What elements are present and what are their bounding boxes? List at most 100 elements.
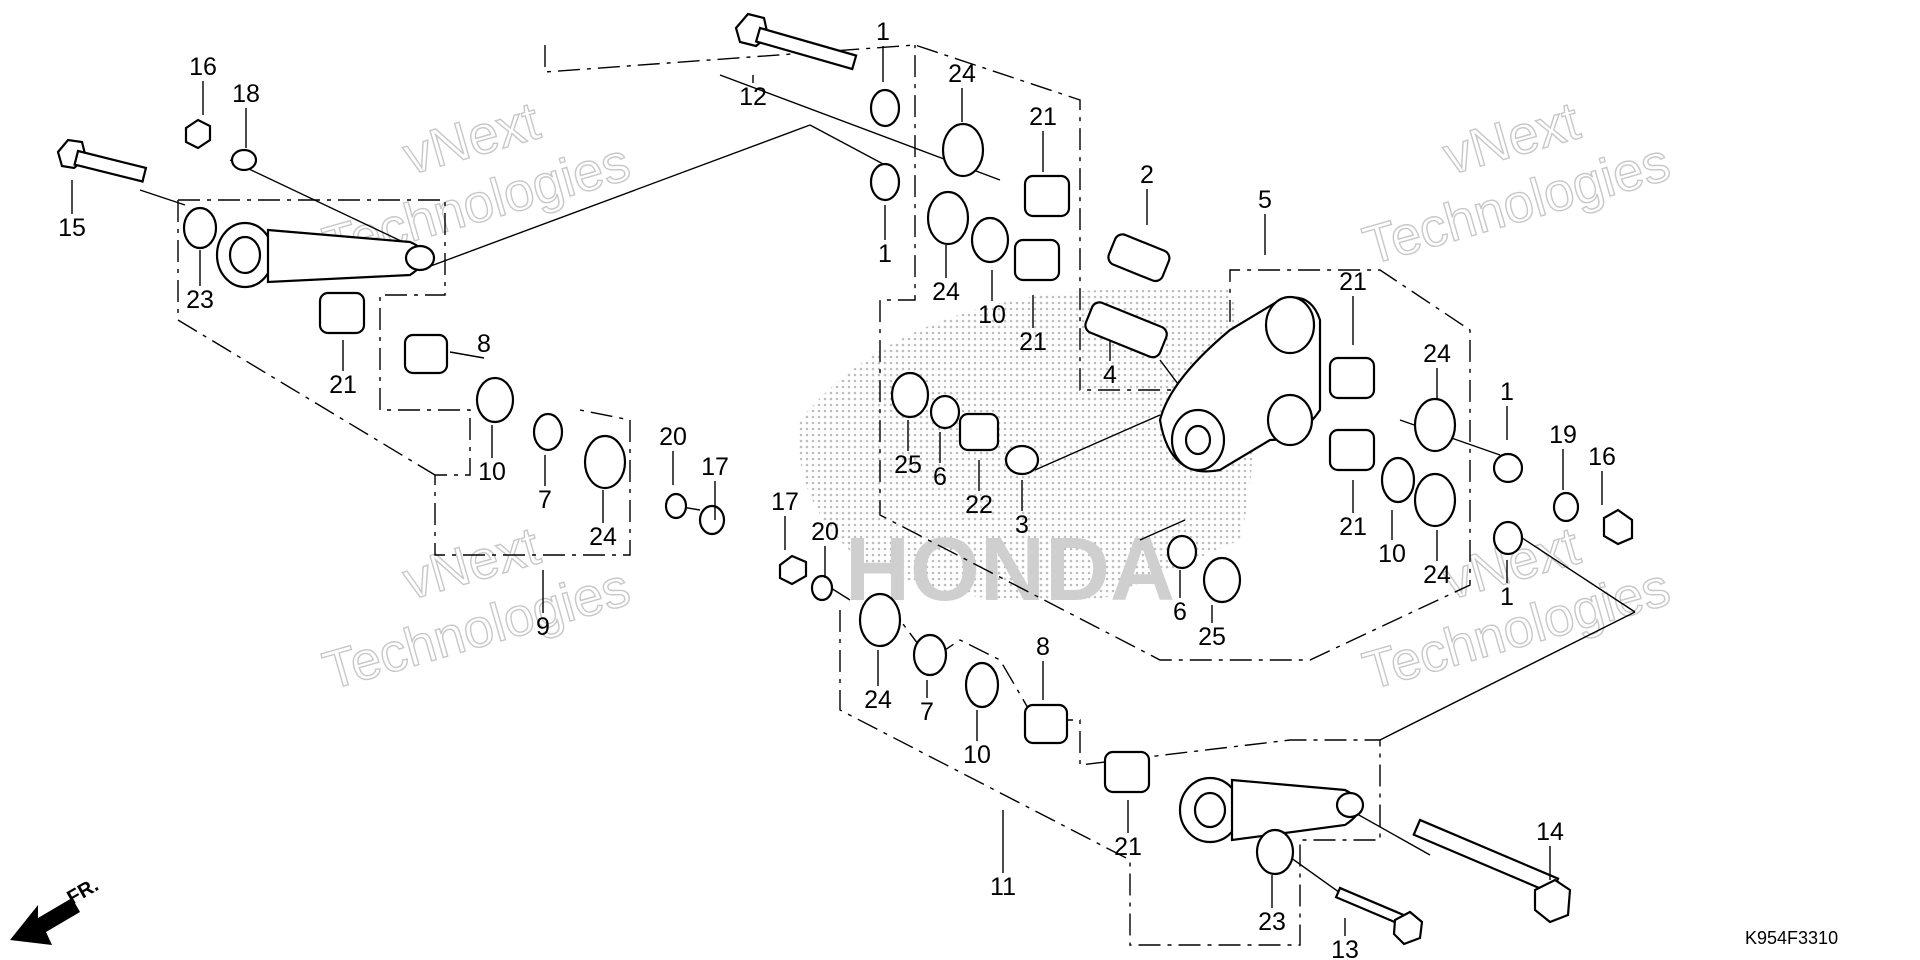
- brand-logo-text: HONDA: [845, 520, 1175, 620]
- callout-c24e: 24: [589, 490, 617, 551]
- callout-c5: 5: [1258, 186, 1272, 255]
- callout-label: 15: [58, 214, 86, 242]
- callout-c24d: 24: [1423, 530, 1451, 589]
- callout-label: 24: [932, 278, 960, 306]
- callout-label: 24: [864, 686, 892, 714]
- callout-label: 24: [948, 60, 976, 88]
- callout-c24b: 24: [932, 245, 960, 306]
- needle-bearings: [318, 174, 1376, 794]
- callout-c24c: 24: [1423, 340, 1451, 400]
- callout-label: 21: [1019, 328, 1047, 356]
- callout-c8b: 8: [1036, 633, 1050, 700]
- assembly-outline-11: [839, 610, 1381, 946]
- callout-c14: 14: [1536, 818, 1564, 880]
- callout-label: 12: [739, 83, 767, 111]
- callout-c18: 18: [232, 80, 260, 148]
- callout-c9: 9: [536, 570, 550, 641]
- callout-c3: 3: [1015, 480, 1029, 539]
- callout-c15: 15: [58, 180, 86, 242]
- callout-c13: 13: [1331, 918, 1359, 960]
- callout-label: 21: [1339, 268, 1367, 296]
- callout-leader-line: [449, 351, 485, 359]
- callout-c7a: 7: [538, 455, 552, 514]
- callout-label: 21: [1339, 513, 1367, 541]
- callout-label: 1: [878, 240, 892, 268]
- callout-label: 1: [876, 18, 890, 46]
- callout-c1a: 1: [876, 18, 890, 82]
- callout-c20a: 20: [659, 423, 687, 485]
- callout-label: 10: [963, 741, 991, 769]
- callout-label: 10: [978, 301, 1006, 329]
- callout-c12: 12: [739, 75, 767, 111]
- callout-c1b: 1: [878, 205, 892, 268]
- callout-label: 23: [186, 286, 214, 314]
- callout-label: 5: [1258, 186, 1272, 214]
- callout-c1d: 1: [1500, 560, 1514, 611]
- callout-c21e: 21: [1339, 480, 1367, 541]
- callout-c7b: 7: [920, 680, 934, 726]
- callout-label: 9: [536, 613, 550, 641]
- callout-c2: 2: [1140, 161, 1154, 225]
- assembly-outline-9: [177, 199, 631, 556]
- washers-and-seals: [182, 88, 1634, 876]
- callout-c10d: 10: [963, 710, 991, 769]
- callout-label: 6: [1173, 598, 1187, 626]
- callout-label: 24: [1423, 340, 1451, 368]
- callout-c4: 4: [1103, 340, 1117, 389]
- bolt-12: [734, 12, 858, 71]
- callout-label: 22: [965, 491, 993, 519]
- callout-c6a: 6: [933, 432, 947, 491]
- callout-label: 21: [1114, 833, 1142, 861]
- callout-label: 24: [1423, 561, 1451, 589]
- callout-c24f: 24: [864, 650, 892, 714]
- callout-label: 4: [1103, 361, 1117, 389]
- callout-c25b: 25: [1198, 605, 1226, 651]
- callout-label: 25: [1198, 623, 1226, 651]
- callout-c22: 22: [965, 460, 993, 519]
- bolt-15: [56, 138, 148, 183]
- callout-label: 24: [589, 523, 617, 551]
- callout-c17b: 17: [771, 488, 799, 550]
- callout-c23b: 23: [1258, 875, 1286, 936]
- callout-label: 21: [329, 371, 357, 399]
- callout-label: 16: [189, 53, 217, 81]
- callout-c21d: 21: [1339, 268, 1367, 345]
- part-callouts: 1111234566778891010101011121314151616171…: [58, 18, 1616, 960]
- callout-c10c: 10: [1378, 510, 1406, 568]
- callout-c25a: 25: [894, 420, 922, 479]
- callout-label: 20: [659, 423, 687, 451]
- callout-c20b: 20: [811, 518, 839, 578]
- callout-c11: 11: [990, 810, 1016, 901]
- callout-c17a: 17: [701, 453, 729, 520]
- callout-label: 6: [933, 463, 947, 491]
- callout-label: 14: [1536, 818, 1564, 846]
- front-direction-indicator: FR.: [10, 874, 102, 945]
- callout-label: 11: [990, 873, 1016, 901]
- drawing-code: K954F3310: [1745, 928, 1838, 948]
- callout-label: 7: [920, 698, 934, 726]
- callout-c1c: 1: [1500, 378, 1514, 440]
- callout-label: 1: [1500, 583, 1514, 611]
- callout-c21a: 21: [329, 340, 357, 399]
- callout-c10a: 10: [478, 425, 506, 486]
- callout-c21f: 21: [1114, 800, 1142, 861]
- callout-label: 19: [1549, 421, 1577, 449]
- assembly-group-outlines: [177, 44, 1471, 946]
- callout-label: 16: [1588, 443, 1616, 471]
- callout-c19: 19: [1549, 421, 1577, 490]
- callout-c21c: 21: [1019, 295, 1047, 356]
- callout-label: 8: [1036, 633, 1050, 661]
- connecting-rod-left: [215, 221, 436, 289]
- callout-label: 13: [1331, 936, 1359, 960]
- callout-label: 17: [771, 488, 799, 516]
- callout-c23a: 23: [186, 250, 214, 314]
- callout-label: 20: [811, 518, 839, 546]
- arrow-icon: [10, 898, 80, 945]
- callout-label: 18: [232, 80, 260, 108]
- callout-label: 25: [894, 451, 922, 479]
- callout-c16b: 16: [1588, 443, 1616, 505]
- callout-c16a: 16: [189, 53, 217, 115]
- callout-c21b: 21: [1029, 103, 1057, 172]
- callout-c8a: 8: [449, 330, 491, 359]
